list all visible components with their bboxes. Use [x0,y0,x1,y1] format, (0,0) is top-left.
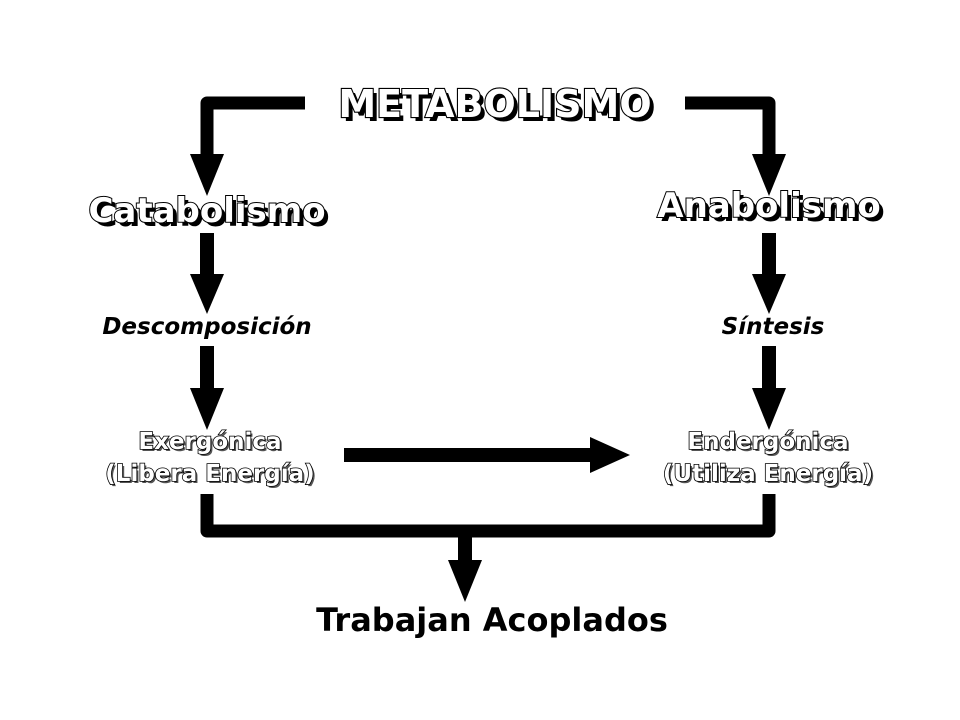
title: METABOLISMO [338,82,651,126]
endergonica-label: Endergónica [687,429,848,455]
trabajan-acoplados-label: Trabajan Acoplados [316,601,668,639]
descomposicion-label: Descomposición [102,314,311,340]
endergonica-shadow: Endergónica [689,431,850,457]
arrowhead-exergonica [190,388,224,430]
anabolismo-label-shadow: Anabolismo [661,190,885,230]
shaft-anabolismo-to-sintesis [762,233,776,278]
catabolismo-group: Catabolismo Catabolismo [87,190,329,235]
bottom-coupling-connector [200,494,776,538]
arrowhead-horizontal [590,437,630,473]
libera-energia-shadow: (Libera Energía) [107,463,316,489]
shaft-catabolismo-to-descomposicion [200,233,214,278]
anabolismo-group: Anabolismo Anabolismo [656,185,885,230]
catabolismo-label: Catabolismo [88,191,325,231]
arrowhead-sintesis [752,274,786,314]
libera-energia-label: (Libera Energía) [105,461,314,487]
exergonica-label: Exergónica [138,429,281,455]
utiliza-energia-shadow: (Utiliza Energía) [665,463,875,489]
shaft-sintesis-to-endergonica [762,346,776,392]
title-shadow: METABOLISMO [342,86,655,130]
shaft-to-result [458,531,472,563]
arrowhead-anabolismo [752,154,786,196]
title-group: METABOLISMO METABOLISMO [337,81,655,130]
shaft-exergonica-to-endergonica [344,448,594,462]
endergonica-group: Endergónica Endergónica (Utiliza Energía… [662,428,875,489]
anabolismo-label: Anabolismo [657,186,881,226]
catabolismo-label-shadow: Catabolismo [92,195,329,235]
arrowhead-endergonica [752,388,786,430]
sintesis-label: Síntesis [722,314,825,340]
shaft-descomposicion-to-exergonica [200,346,214,392]
arrowhead-descomposicion [190,274,224,314]
connector-title-to-anabolismo [685,96,776,158]
arrowhead-catabolismo [190,154,224,196]
arrowhead-result [448,560,482,602]
utiliza-energia-label: (Utiliza Energía) [663,461,873,487]
exergonica-group: Exergónica Exergónica (Libera Energía) (… [104,428,316,489]
exergonica-shadow: Exergónica [140,431,283,457]
connector-title-to-catabolismo [200,96,305,158]
